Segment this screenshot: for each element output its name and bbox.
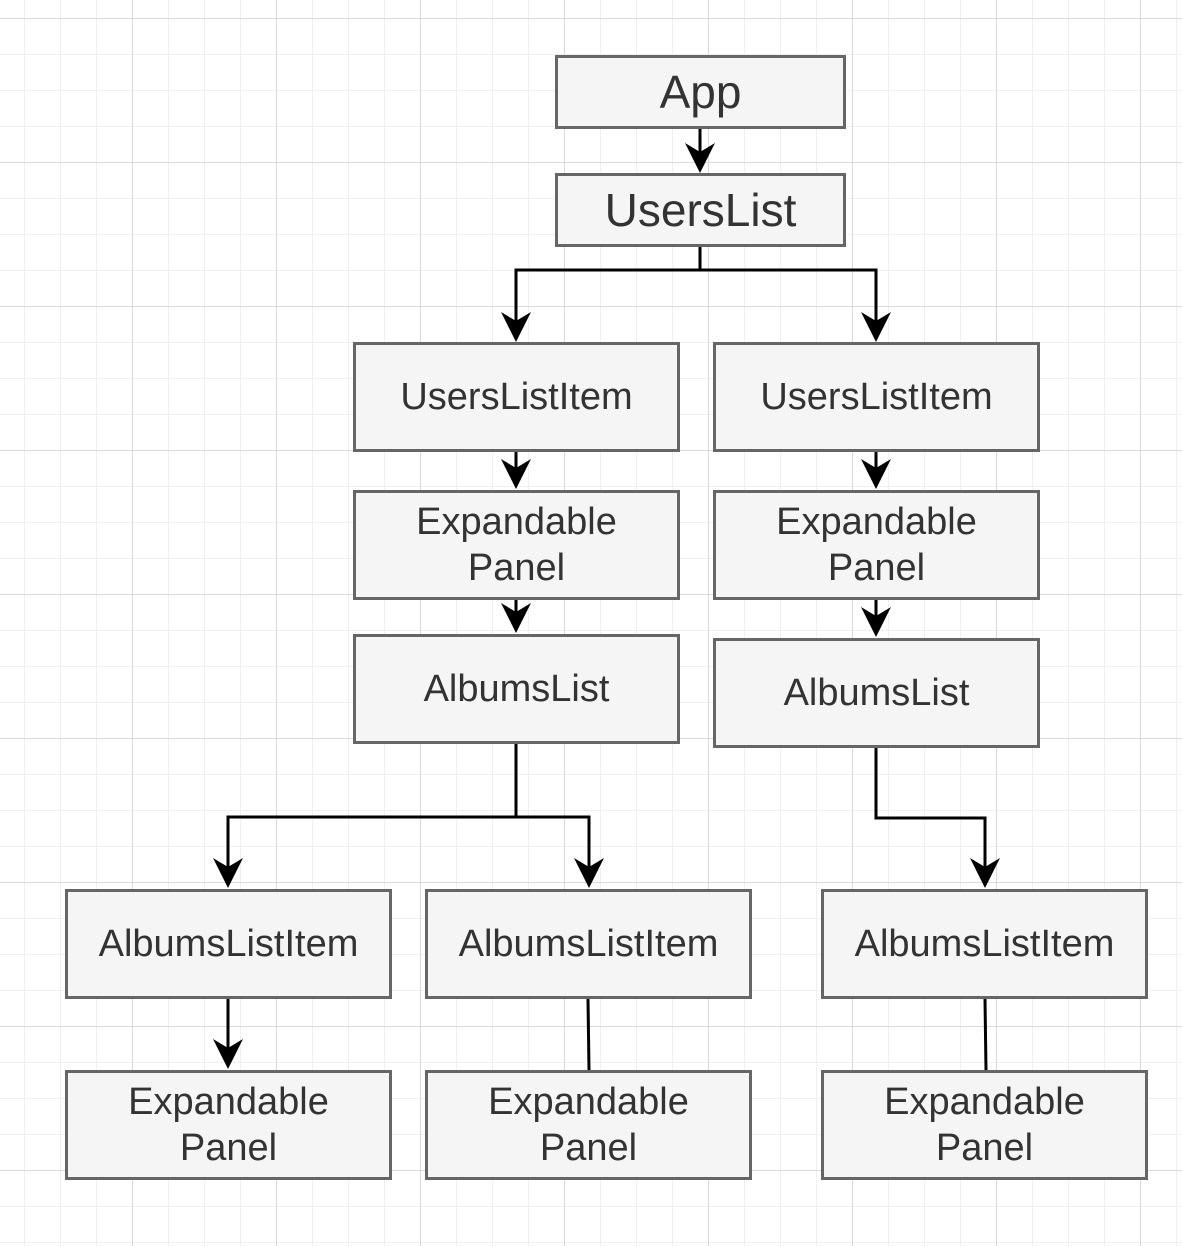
node-userslistitem-1: UsersListItem [353,342,680,452]
node-app: App [555,55,846,129]
edge-albumslist-2-to-albumslistitem-3 [874,747,1000,888]
edge-albumslistitem-3-to-expandablepanel-5 [983,998,988,1071]
node-albumslist-2: AlbumsList [713,638,1040,748]
node-userslistitem-2: UsersListItem [713,342,1040,452]
edge-albumslistitem-2-to-expandablepanel-4 [586,998,591,1071]
node-albumslist-1: AlbumsList [353,634,680,744]
node-albumslistitem-1: AlbumsListItem [65,889,392,999]
node-expandablepanel-4: Expandable Panel [425,1070,752,1180]
node-albumslistitem-3: AlbumsListItem [821,889,1148,999]
node-userslist: UsersList [555,173,846,247]
node-expandablepanel-5: Expandable Panel [821,1070,1148,1180]
edge-userslist-to-userslistitem-2 [698,247,891,342]
node-expandablepanel-1: Expandable Panel [353,490,680,600]
node-expandablepanel-3: Expandable Panel [65,1070,392,1180]
node-expandablepanel-2: Expandable Panel [713,490,1040,600]
edge-albumslist-1-to-albumslistitem-2 [514,744,604,888]
edge-userslist-to-userslistitem-1 [501,247,702,342]
edge-albumslist-1-to-albumslistitem-1 [213,744,518,888]
node-albumslistitem-2: AlbumsListItem [425,889,752,999]
